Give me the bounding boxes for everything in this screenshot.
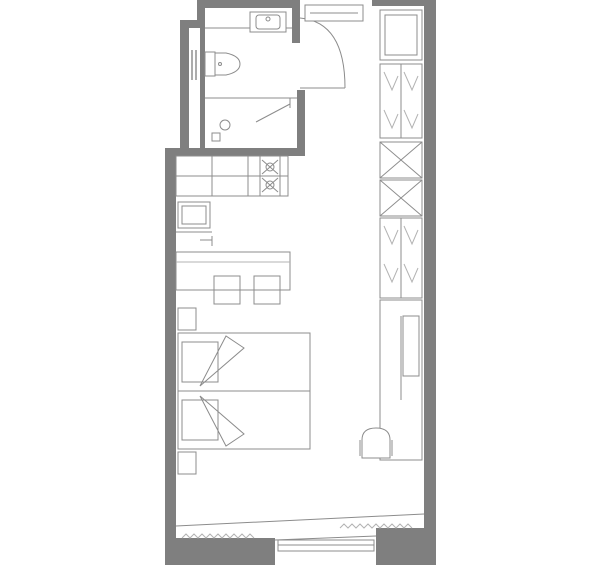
- shower-icon: [211, 119, 231, 142]
- bathroom: [191, 11, 297, 142]
- window-icon: [175, 513, 425, 552]
- cooktop-icon: [259, 155, 281, 197]
- walls: [165, 0, 436, 565]
- kitchen: [175, 155, 291, 305]
- door-icon: [299, 4, 364, 89]
- chair-icon: [213, 275, 281, 305]
- toilet-icon: [204, 51, 241, 77]
- sink-icon: [177, 201, 211, 229]
- bed-icon: [177, 307, 311, 475]
- washbasin-icon: [249, 11, 287, 33]
- chair-icon: [359, 427, 393, 459]
- wardrobe-icon: [379, 9, 423, 461]
